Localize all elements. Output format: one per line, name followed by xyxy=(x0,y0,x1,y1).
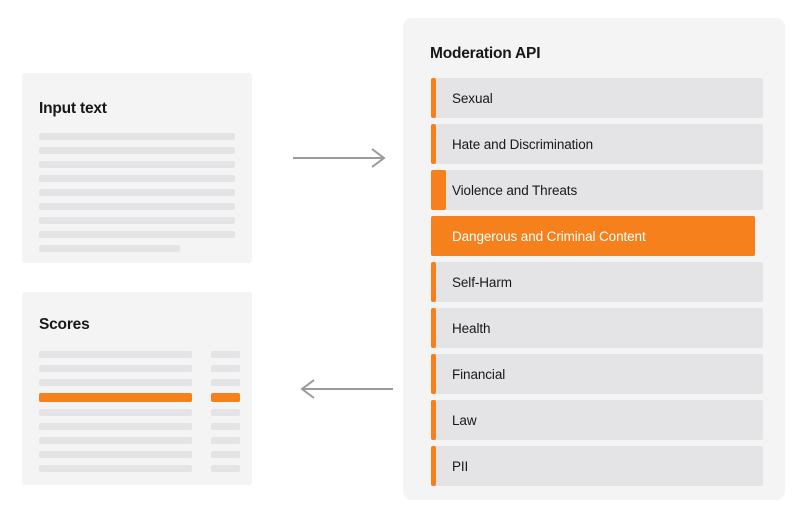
moderation-category-row[interactable]: Financial xyxy=(431,354,763,394)
category-score-track xyxy=(431,354,763,394)
input-text-placeholder-line xyxy=(39,189,235,196)
scores-value-bar xyxy=(211,451,240,458)
moderation-category-row[interactable]: Health xyxy=(431,308,763,348)
input-text-placeholder-line xyxy=(39,161,235,168)
scores-card-title: Scores xyxy=(39,316,90,333)
scores-value-bar xyxy=(211,365,240,372)
input-text-placeholder-line xyxy=(39,231,235,238)
category-label: Hate and Discrimination xyxy=(452,136,594,152)
moderation-api-title: Moderation API xyxy=(430,45,541,62)
scores-row xyxy=(39,379,240,386)
category-score-track xyxy=(431,78,763,118)
input-text-placeholder-line xyxy=(39,175,235,182)
scores-row xyxy=(39,351,240,358)
scores-card: Scores xyxy=(22,292,252,485)
scores-label-bar xyxy=(39,379,193,386)
moderation-category-row[interactable]: Hate and Discrimination xyxy=(431,124,763,164)
scores-value-bar xyxy=(211,423,240,430)
category-label: Sexual xyxy=(452,90,493,106)
scores-label-bar xyxy=(39,409,193,416)
input-text-card-title: Input text xyxy=(39,100,107,117)
category-score-track xyxy=(431,124,763,164)
arrow-right-icon xyxy=(293,148,386,168)
scores-value-bar xyxy=(211,465,240,472)
moderation-category-row[interactable]: PII xyxy=(431,446,763,486)
category-score-fill xyxy=(431,124,437,164)
input-text-placeholder-lines xyxy=(39,133,235,252)
input-text-placeholder-line xyxy=(39,245,181,252)
category-label: PII xyxy=(452,458,469,474)
category-score-fill xyxy=(431,446,437,486)
scores-row xyxy=(39,409,240,416)
category-score-fill xyxy=(431,354,437,394)
scores-label-bar xyxy=(39,465,193,472)
category-score-fill xyxy=(431,262,437,302)
input-text-placeholder-line xyxy=(39,147,235,154)
scores-row xyxy=(39,465,240,472)
scores-label-bar xyxy=(39,365,193,372)
category-score-track xyxy=(431,400,763,440)
category-label: Financial xyxy=(452,366,506,382)
category-label: Self-Harm xyxy=(452,274,512,290)
scores-row xyxy=(39,451,240,458)
scores-row xyxy=(39,365,240,372)
scores-value-bar xyxy=(211,437,240,444)
arrow-left-icon xyxy=(300,379,393,399)
scores-value-bar xyxy=(211,393,240,402)
scores-value-bar xyxy=(211,409,240,416)
category-score-fill xyxy=(431,400,437,440)
scores-label-bar xyxy=(39,451,193,458)
scores-label-bar xyxy=(39,423,193,430)
input-text-card: Input text xyxy=(22,73,252,263)
scores-row xyxy=(39,437,240,444)
category-score-fill xyxy=(431,170,447,210)
scores-label-bar xyxy=(39,351,193,358)
category-score-track xyxy=(431,170,763,210)
moderation-category-row[interactable]: Sexual xyxy=(431,78,763,118)
moderation-category-row[interactable]: Violence and Threats xyxy=(431,170,763,210)
moderation-category-row[interactable]: Dangerous and Criminal Content xyxy=(431,216,763,256)
input-text-placeholder-line xyxy=(39,217,235,224)
input-text-placeholder-line xyxy=(39,203,235,210)
category-label: Law xyxy=(452,412,477,428)
category-score-fill xyxy=(431,308,437,348)
category-label: Dangerous and Criminal Content xyxy=(452,228,646,244)
moderation-category-row[interactable]: Law xyxy=(431,400,763,440)
scores-label-bar xyxy=(39,437,193,444)
scores-row-list xyxy=(39,351,240,472)
category-score-track xyxy=(431,262,763,302)
category-score-track xyxy=(431,446,763,486)
category-score-track xyxy=(431,308,763,348)
scores-value-bar xyxy=(211,351,240,358)
scores-row-flagged xyxy=(39,393,240,402)
category-label: Violence and Threats xyxy=(452,182,578,198)
input-text-placeholder-line xyxy=(39,133,235,140)
moderation-category-row[interactable]: Self-Harm xyxy=(431,262,763,302)
category-label: Health xyxy=(452,320,491,336)
scores-value-bar xyxy=(211,379,240,386)
category-score-fill xyxy=(431,78,437,118)
scores-row xyxy=(39,423,240,430)
category-score-fill xyxy=(431,216,755,256)
scores-label-bar xyxy=(39,393,193,402)
